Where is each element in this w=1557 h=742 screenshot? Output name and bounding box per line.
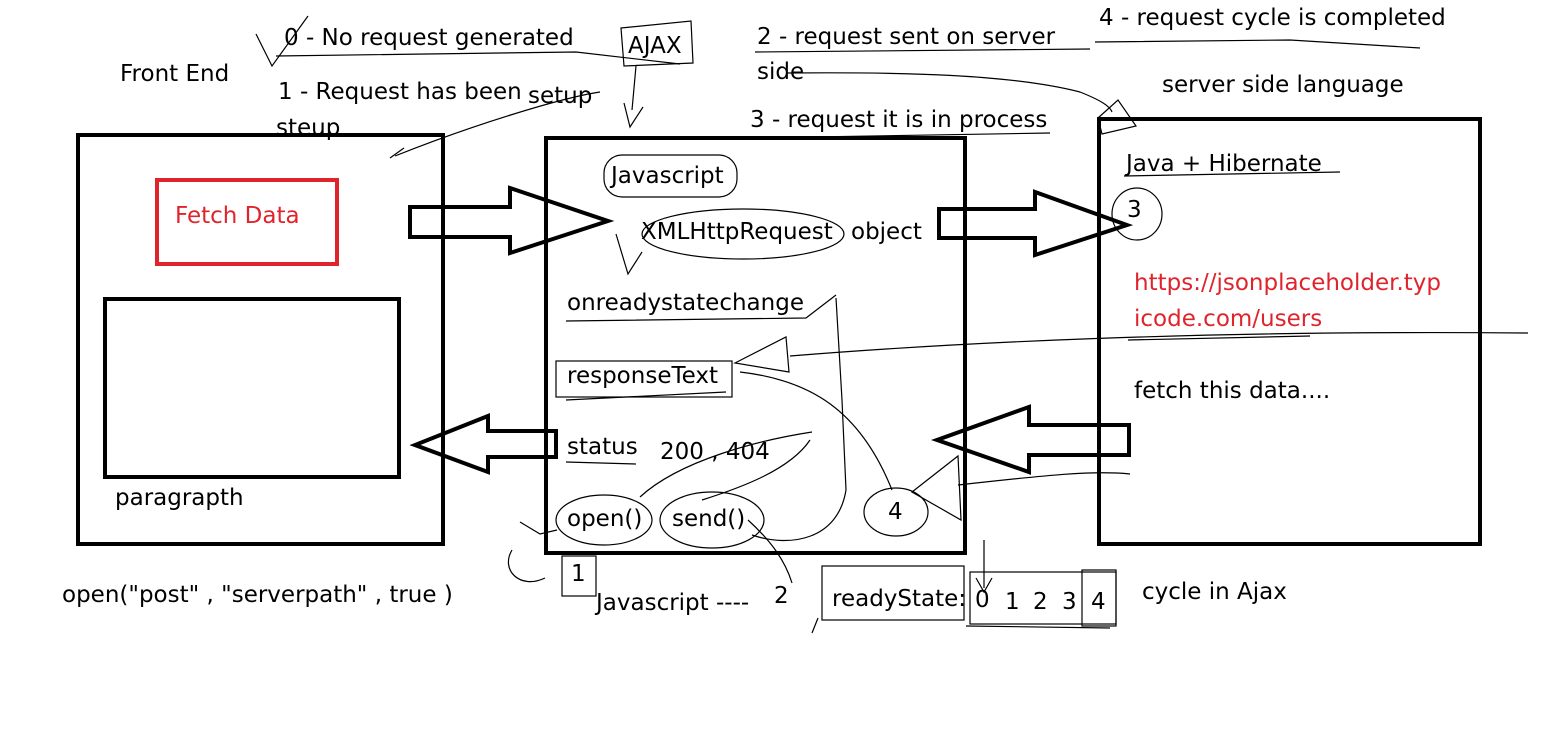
javascript-label: Javascript — [611, 163, 724, 189]
cycle-in-ajax-label: cycle in Ajax — [1142, 579, 1287, 605]
state-1-steup-word: steup — [276, 115, 341, 141]
state-0-description: 0 - No request generated — [284, 25, 574, 51]
server-box — [1097, 117, 1482, 546]
open-method-label: open() — [567, 506, 643, 532]
xmlhttprequest-label: XMLHttpRequest — [641, 219, 833, 245]
ajax-label: AJAX — [628, 33, 682, 59]
send-method-label: send() — [672, 506, 746, 532]
ready-state-value-2: 2 — [1033, 589, 1048, 615]
api-url-line-1: https://jsonplaceholder.typ — [1134, 270, 1442, 296]
state-3-description: 3 - request it is in process — [750, 107, 1048, 133]
ajax-box — [544, 136, 967, 555]
frontend-box — [76, 133, 445, 546]
paragraph-label: paragrapth — [115, 485, 244, 511]
state-2-side-word: side — [757, 59, 805, 85]
ready-state-value-0: 0 — [975, 587, 990, 613]
ready-state-value-4: 4 — [1091, 589, 1106, 615]
ready-state-4-marker: 4 — [888, 499, 903, 525]
api-url-line-2: icode.com/users — [1134, 306, 1323, 332]
fetch-data-button[interactable]: Fetch Data — [175, 203, 300, 229]
arrow-ajax-to-server — [937, 189, 1134, 258]
state-1-setup-word: setup — [528, 83, 593, 109]
paragraph-box — [103, 297, 401, 479]
fetch-data-button-border — [155, 178, 339, 266]
arrow-server-to-ajax — [930, 404, 1131, 475]
front-end-label: Front End — [120, 61, 230, 87]
responsetext-label: responseText — [567, 363, 718, 389]
step-1-marker: 1 — [571, 561, 586, 587]
fetch-this-data-label: fetch this data.... — [1134, 378, 1331, 404]
step-2-marker: 2 — [774, 583, 789, 609]
arrow-frontend-to-ajax — [408, 185, 615, 256]
java-hibernate-label: Java + Hibernate — [1126, 151, 1322, 177]
object-label: object — [851, 219, 922, 245]
ready-state-value-3: 3 — [1062, 589, 1077, 615]
server-step-3-marker: 3 — [1127, 197, 1142, 223]
arrow-ajax-to-frontend — [409, 413, 558, 475]
javascript-dashes-label: Javascript ---- — [596, 590, 750, 616]
state-1-description: 1 - Request has been — [278, 79, 522, 105]
server-side-language-label: server side language — [1162, 72, 1404, 98]
ready-state-label: readyState: — [832, 586, 967, 612]
ready-state-value-1: 1 — [1005, 589, 1020, 615]
state-2-description: 2 - request sent on server — [757, 24, 1056, 50]
status-label: status — [567, 434, 638, 460]
state-4-description: 4 - request cycle is completed — [1099, 5, 1446, 31]
onreadystatechange-label: onreadystatechange — [567, 290, 804, 316]
open-call-example: open("post" , "serverpath" , true ) — [62, 582, 453, 608]
status-codes-label: 200 , 404 — [660, 439, 770, 465]
